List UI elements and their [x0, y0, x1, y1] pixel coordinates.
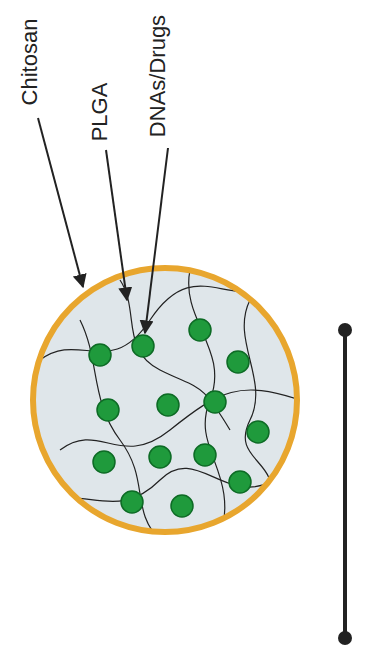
particle-core	[33, 268, 297, 532]
part-label: PLGA	[89, 83, 111, 142]
leader-arrow	[38, 118, 83, 287]
leader-arrow	[106, 150, 127, 300]
chitosan-shell	[33, 268, 297, 532]
part-label: Chitosan	[19, 19, 41, 106]
drug-particles	[89, 319, 269, 517]
part-label: DNAs/Drugs	[147, 15, 169, 137]
scale-bar	[338, 323, 352, 645]
leader-arrows	[38, 118, 168, 333]
leader-arrow	[145, 148, 168, 333]
